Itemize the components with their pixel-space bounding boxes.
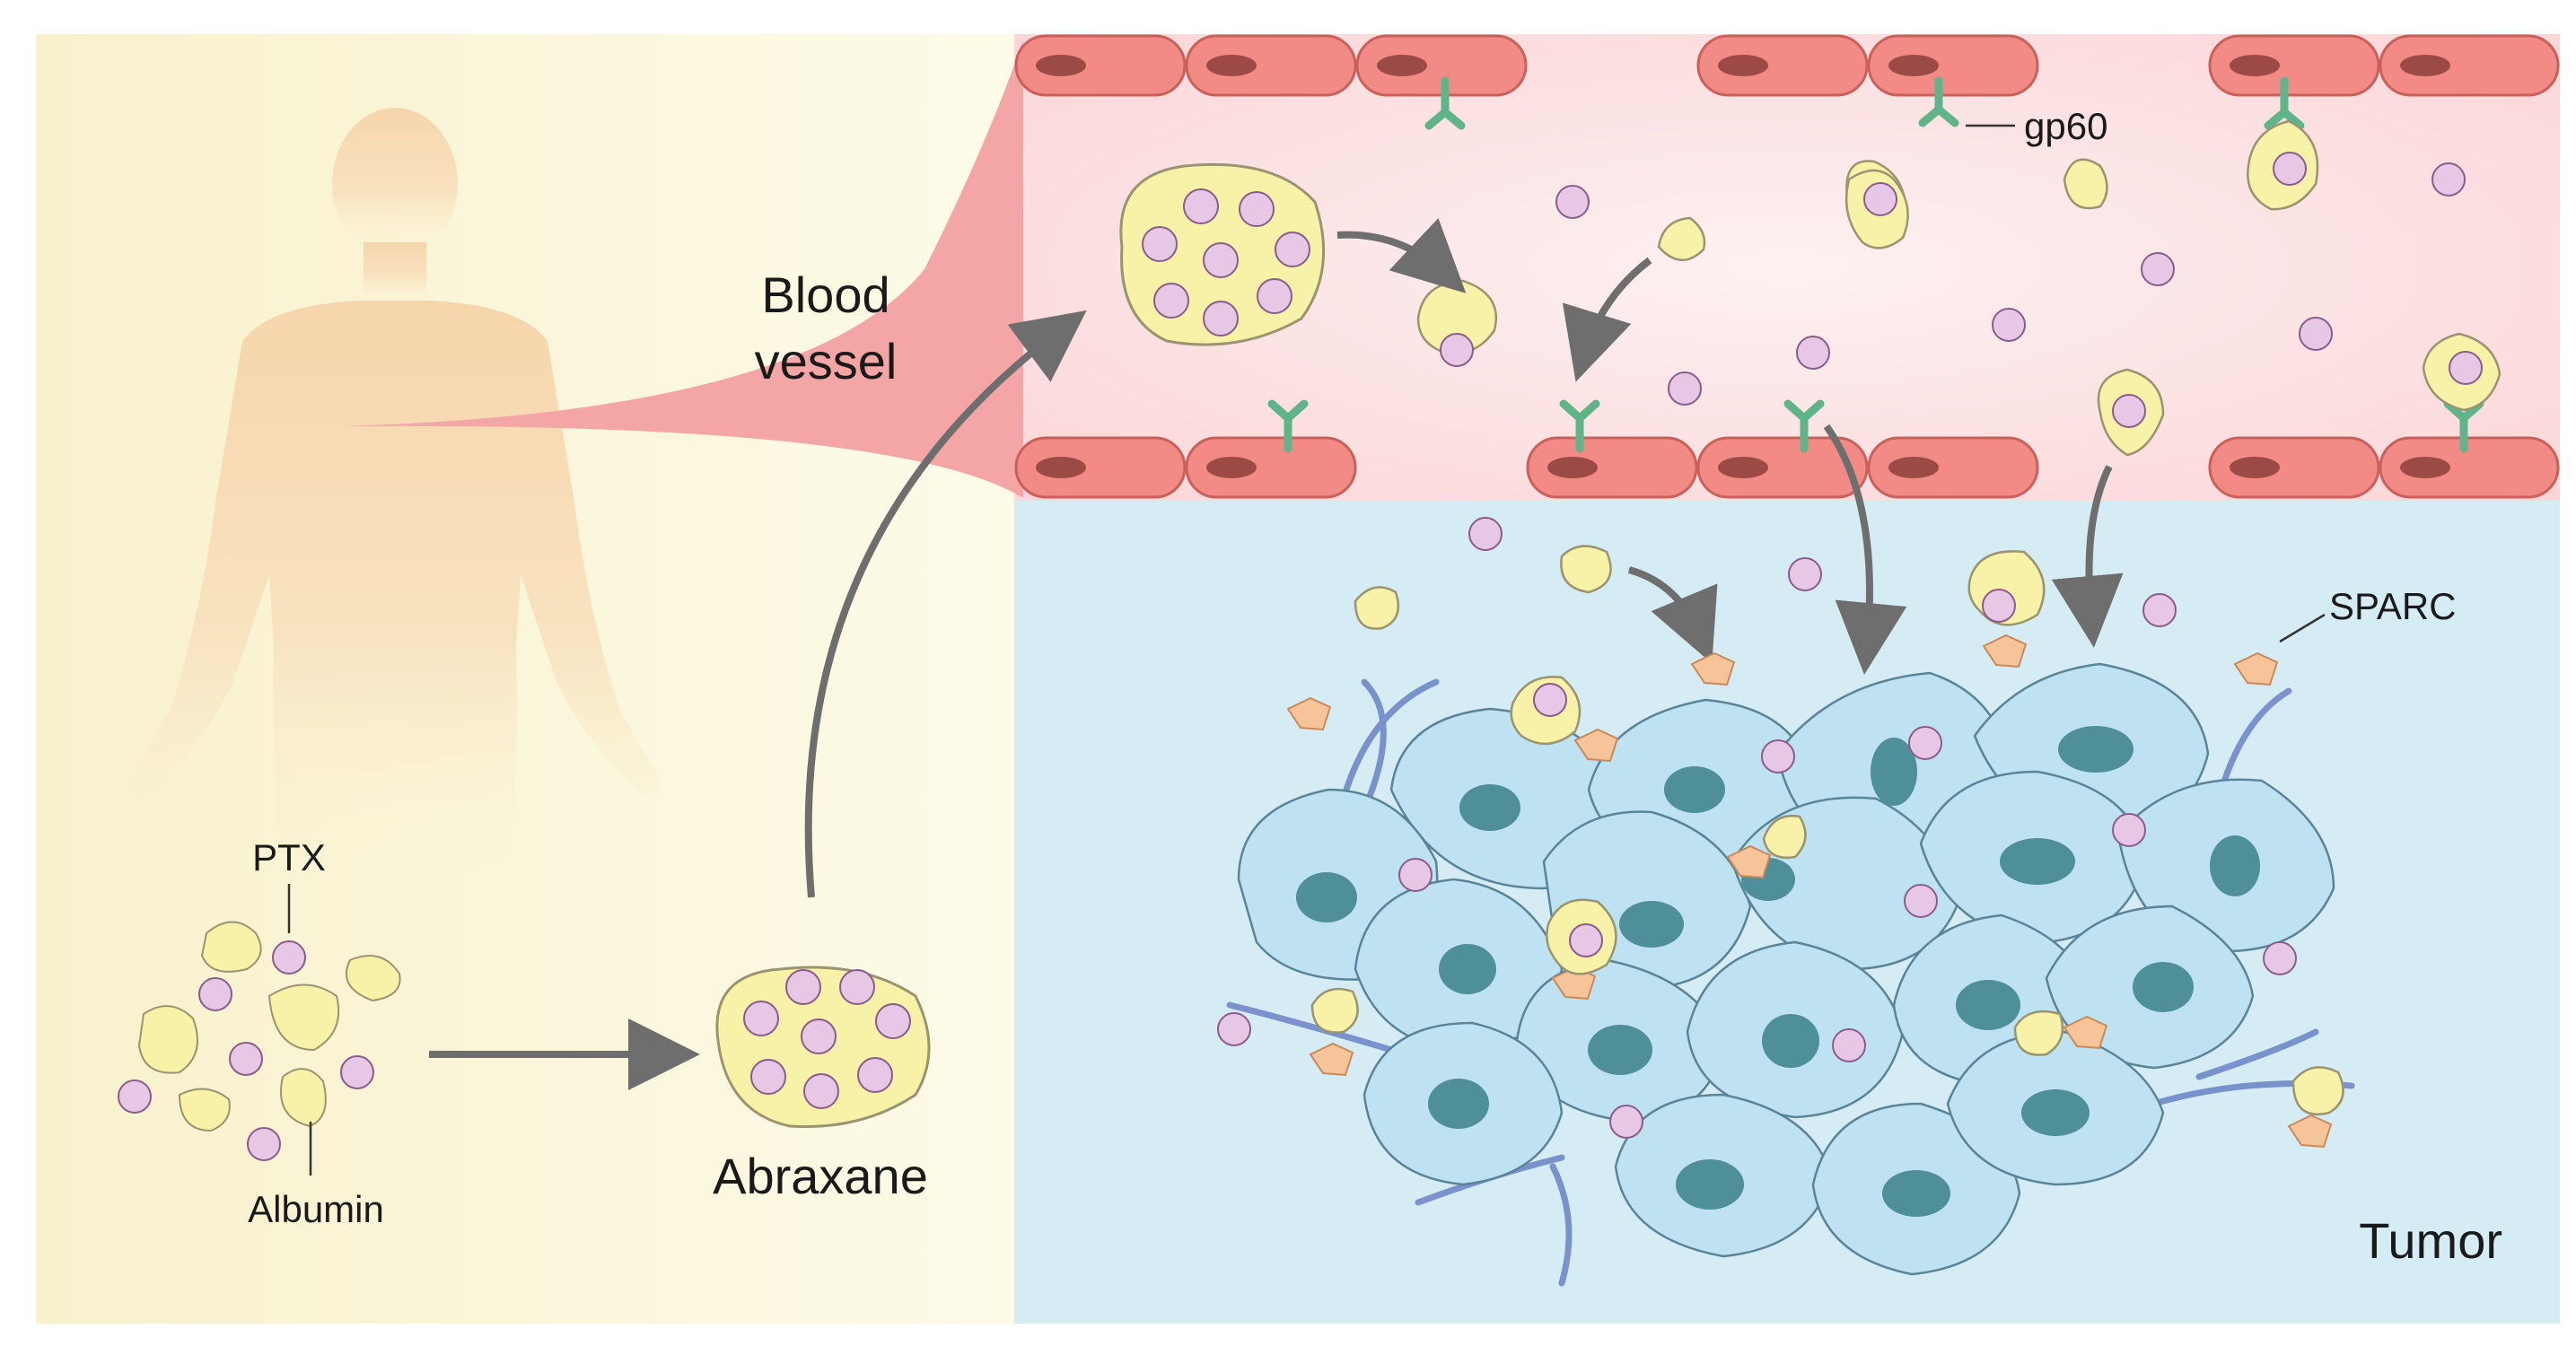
ingredients-cluster: PTX Albumin [118,836,401,1230]
ptx-molecule-icon [198,977,232,1011]
albumin-label: Albumin [248,1188,384,1230]
sparc-protein-icon [1573,728,1619,763]
albumin-particle-icon [346,955,401,1002]
abraxane-nanoparticle-icon [715,966,931,1129]
endothelial-cell [1696,34,1869,97]
endothelial-cell [1526,436,1698,499]
albumin-particle-icon [280,1068,327,1128]
ptx-label: PTX [252,836,326,878]
sparc-proteins [1286,634,2333,1149]
abraxane-label: Abraxane [713,1148,928,1204]
endothelial-cell [1867,34,2039,97]
ptx-bound-albumin-group [1416,119,2502,457]
endothelial-cell [1185,34,1357,97]
blood-vessel-label-line1: Blood [761,267,889,323]
ptx-molecule-icon [229,1042,263,1076]
transcytosis-arrow-1 [1823,424,1907,675]
endothelial-cell [1185,436,1357,499]
ptx-molecule-icon [247,1127,281,1161]
endothelial-cell [2208,34,2380,97]
gp60-receptor-icon [1918,76,1959,127]
endothelial-cell [1867,436,2039,499]
sparc-protein-icon [2063,1015,2108,1050]
vessel-flow-arrow-2 [1562,257,1652,382]
albumin-particle-icon [200,921,262,973]
tumor-nuclei [1296,726,2260,1217]
albumin-particle-icon [178,1088,231,1132]
ptx-molecule-icon [272,940,306,975]
endothelial-cell [2379,34,2560,97]
endothelial-cell [1696,436,1869,499]
sparc-protein-icon [1982,634,2028,669]
injection-arrow [804,310,1087,898]
endothelial-cell [1014,436,1187,499]
free-ptx-in-tumor [1217,517,2297,1139]
sparc-label: SPARC [2329,585,2457,627]
endothelial-layer-top [1014,34,2560,97]
sparc-protein-icon [1690,651,1736,686]
gp60-receptor-icon [1267,399,1309,453]
gp60-label: gp60 [2024,105,2107,147]
ptx-molecule-icon [118,1079,152,1114]
albumin-particles [137,921,401,1132]
gp60-receptor-icon [1559,399,1600,453]
endothelial-layer-bottom [1014,436,2560,499]
ptx-molecule-icon [340,1055,374,1089]
sparc-protein-icon [1726,844,1772,879]
transcytosis-arrow-2 [2051,465,2124,648]
human-silhouette-icon [129,108,661,897]
albumin-particle-icon [267,983,340,1052]
albumin-particle-icon [137,1005,198,1074]
abraxane-in-vessel [1119,162,1326,346]
gp60-receptor-icon [1783,399,1825,453]
sparc-protein-icon [1309,1042,1354,1077]
tumor-label: Tumor [2359,1212,2502,1269]
free-ptx-in-vessel [1555,162,2466,406]
ptx-molecules [118,940,374,1161]
albumin-in-vessel [1657,158,2108,262]
sparc-leader-line [2279,613,2326,643]
sparc-protein-icon [1286,696,1332,731]
sparc-binding-arrow [1627,566,1718,664]
sparc-protein-icon [2287,1114,2333,1149]
vessel-zoom-cone [341,40,1023,498]
gp60-receptors [1267,76,2484,453]
endothelial-cell [2379,436,2560,499]
vessel-flow-arrow-1 [1336,217,1467,293]
endothelial-cell [2208,436,2380,499]
gp60-receptor-icon [1424,76,1466,130]
sparc-protein-icon [2233,651,2279,686]
blood-vessel-label-line2: vessel [755,333,898,389]
gp60-receptor-icon [2264,76,2305,130]
endothelial-cell [1014,34,1187,97]
